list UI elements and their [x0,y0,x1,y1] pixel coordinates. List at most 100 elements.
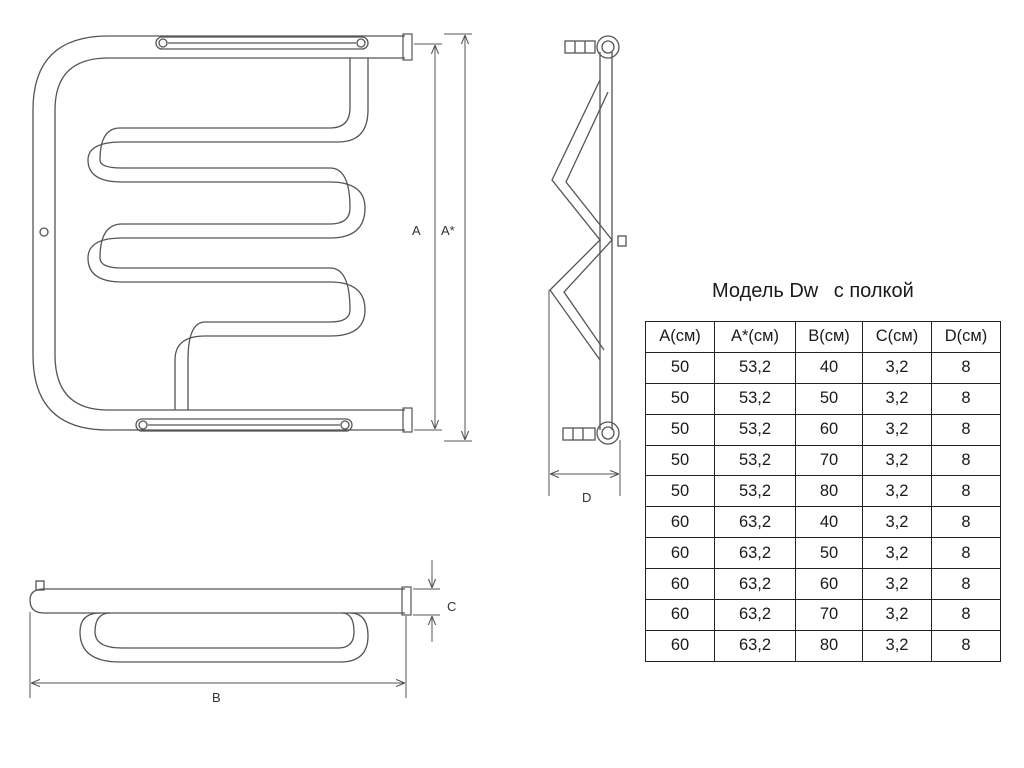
cell-d: 8 [931,475,1001,508]
cell-a: 50 [645,382,715,415]
cell-b: 70 [795,599,863,631]
cell-d: 8 [931,599,1001,631]
cell-a-star: 63,2 [714,506,796,539]
table-row: 60 63,2 70 3,2 8 [645,599,1001,631]
cell-c: 3,2 [862,506,932,539]
header-c: C(см) [862,321,932,353]
label-a-star: A* [441,223,455,238]
cell-c: 3,2 [862,537,932,570]
cell-b: 50 [795,382,863,415]
cell-a-star: 53,2 [714,475,796,508]
table-row: 60 63,2 40 3,2 8 [645,506,1001,539]
bottom-pipe-end [596,421,620,445]
cell-c: 3,2 [862,382,932,415]
cell-b: 70 [795,444,863,477]
header-a-star: A*(см) [714,321,796,353]
side-mount-tab [617,235,627,247]
outer-frame-tube [32,35,405,431]
bottom-mount-bracket [135,418,353,432]
cell-a-star: 63,2 [714,568,796,601]
table-header-row: A(см) A*(см) B(см) C(см) D(см) [645,321,1001,353]
top-view [29,580,412,663]
cell-a-star: 63,2 [714,599,796,631]
serpentine-tube-outer [87,58,369,410]
cell-c: 3,2 [862,351,932,384]
cell-a: 60 [645,568,715,601]
label-c: C [447,599,456,614]
model-subtitle: с полкой [833,280,914,302]
dimension-a [414,43,442,431]
cell-a: 50 [645,413,715,446]
label-a: A [412,223,421,238]
cell-a: 60 [645,537,715,570]
cell-a: 60 [645,629,715,662]
dimension-a-star [444,33,472,442]
cell-c: 3,2 [862,475,932,508]
label-b: B [212,690,221,705]
cell-b: 80 [795,629,863,662]
cell-c: 3,2 [862,629,932,662]
top-wall-fitting [564,40,596,54]
dimension-b [29,612,407,698]
cell-d: 8 [931,444,1001,477]
cell-a: 60 [645,506,715,539]
header-d: D(см) [931,321,1001,353]
table-row: 60 63,2 60 3,2 8 [645,568,1001,601]
bottom-end-cap [402,407,413,433]
spec-table: A(см) A*(см) B(см) C(см) D(см) 50 53,2 4… [645,321,1001,662]
cell-b: 40 [795,506,863,539]
table-row: 50 53,2 50 3,2 8 [645,382,1001,415]
cell-c: 3,2 [862,599,932,631]
top-pipe-end [596,35,620,59]
top-view-end-cap [401,586,412,616]
cell-a-star: 53,2 [714,382,796,415]
cell-a-star: 53,2 [714,444,796,477]
cell-c: 3,2 [862,568,932,601]
cell-a: 60 [645,599,715,631]
cell-d: 8 [931,351,1001,384]
cell-a: 50 [645,475,715,508]
cell-b: 50 [795,537,863,570]
cell-d: 8 [931,413,1001,446]
side-view [549,35,627,445]
table-row: 60 63,2 80 3,2 8 [645,629,1001,662]
top-end-cap [402,33,413,61]
cell-c: 3,2 [862,444,932,477]
cell-a: 50 [645,444,715,477]
cell-b: 40 [795,351,863,384]
dimension-d [548,290,621,496]
cell-d: 8 [931,537,1001,570]
cell-d: 8 [931,506,1001,539]
zigzag-profile-inner [563,91,613,351]
cell-b: 60 [795,568,863,601]
table-row: 50 53,2 40 3,2 8 [645,351,1001,384]
cell-a-star: 63,2 [714,629,796,662]
top-view-serpentine-inner [94,612,355,649]
label-d: D [582,490,591,505]
top-mount-bracket [155,36,369,50]
side-hole [39,227,49,237]
cell-c: 3,2 [862,413,932,446]
top-view-bar [29,588,405,614]
table-row: 60 63,2 50 3,2 8 [645,537,1001,570]
table-row: 50 53,2 80 3,2 8 [645,475,1001,508]
header-a: A(см) [645,321,715,353]
cell-a-star: 63,2 [714,537,796,570]
serpentine-tube-inner [99,58,351,410]
inner-frame-tube [54,57,405,411]
cell-a-star: 53,2 [714,351,796,384]
cell-a: 50 [645,351,715,384]
table-row: 50 53,2 60 3,2 8 [645,413,1001,446]
bottom-wall-fitting [562,427,596,441]
dimension-c [413,560,440,642]
cell-b: 60 [795,413,863,446]
front-view [32,33,413,433]
cell-a-star: 53,2 [714,413,796,446]
model-title: Модель Dw с полкой [712,280,914,303]
cell-d: 8 [931,629,1001,662]
header-b: B(см) [795,321,863,353]
top-view-serpentine-outer [79,612,369,663]
cell-d: 8 [931,568,1001,601]
table-row: 50 53,2 70 3,2 8 [645,444,1001,477]
